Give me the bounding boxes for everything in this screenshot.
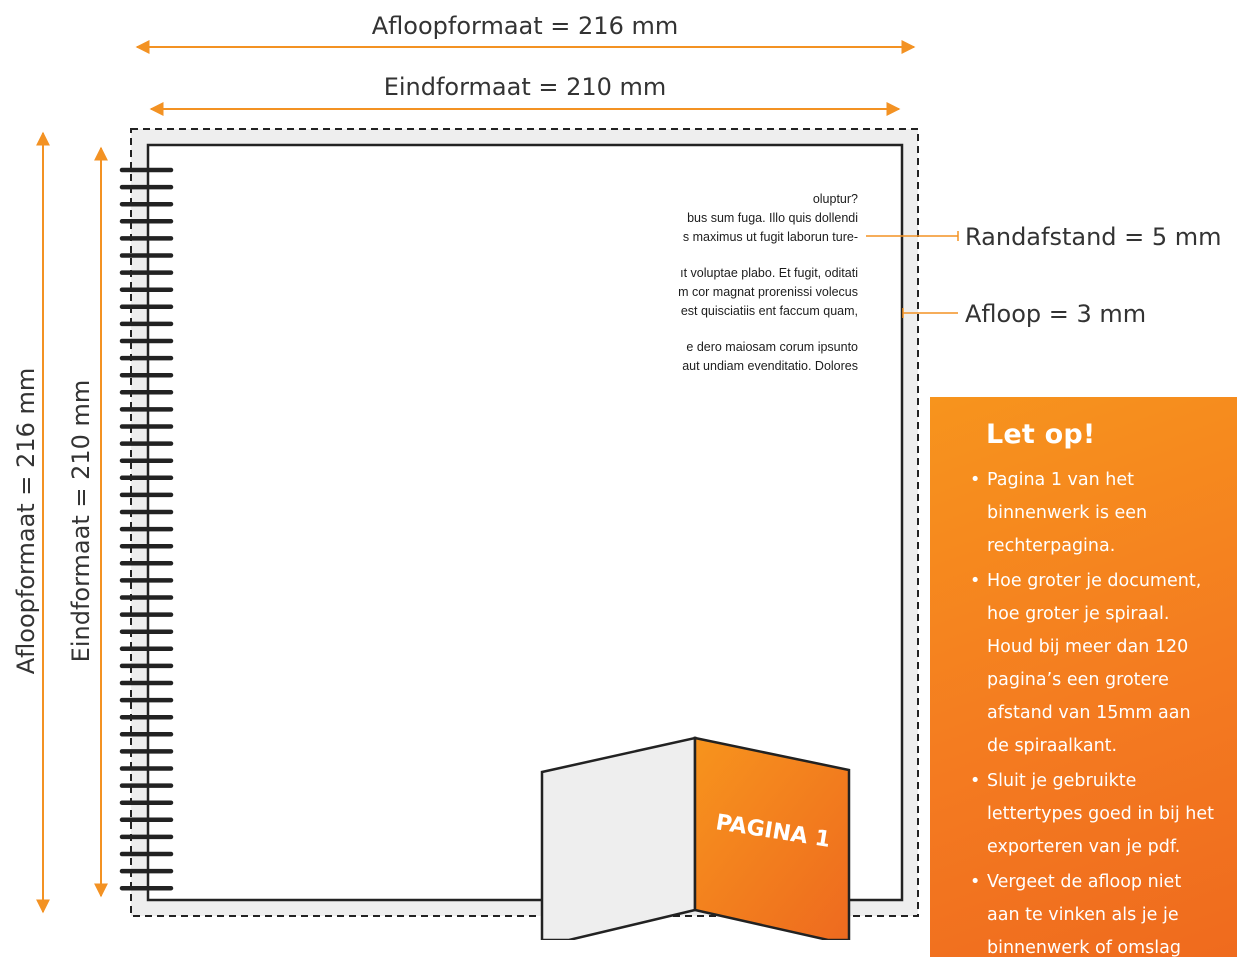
sample-line: m cor magnat prorenissi volecus — [678, 285, 858, 299]
bleed-label: Afloop = 3 mm — [965, 300, 1146, 328]
note-item: Hoe groter je document, hoe groter je sp… — [970, 565, 1217, 763]
bleed-width-label: Afloopformaat = 216 mm — [372, 12, 678, 40]
note-item: Vergeet de afloop niet aan te vinken als… — [970, 866, 1217, 957]
bleed-outline — [130, 128, 919, 917]
sample-line: aut undiam evenditatio. Dolores — [682, 359, 858, 373]
sample-line: est quisciatiis ent faccum quam, — [680, 304, 858, 318]
attention-note: Let op! Pagina 1 van het binnenwerk is e… — [930, 397, 1237, 957]
trim-width-label: Eindformaat = 210 mm — [384, 73, 667, 101]
sample-body-text: oluptur? bus sum fuga. Illo quis dollend… — [560, 190, 858, 393]
sample-line: oluptur? — [812, 192, 858, 206]
note-list: Pagina 1 van het binnenwerk is een recht… — [970, 464, 1237, 957]
note-title: Let op! — [986, 419, 1096, 450]
sample-paragraph-1: oluptur? bus sum fuga. Illo quis dollend… — [560, 190, 858, 247]
margin-label: Randafstand = 5 mm — [965, 223, 1222, 251]
sample-paragraph-3: e dero maiosam corum ipsunto aut undiam … — [560, 338, 858, 376]
sample-line: e dero maiosam corum ipsunto — [686, 340, 858, 354]
trim-height-label: Eindformaat = 210 mm — [67, 380, 95, 663]
booklet-left-page — [540, 736, 697, 940]
booklet-illustration: PAGINA 1 — [540, 736, 851, 940]
note-item: Pagina 1 van het binnenwerk is een recht… — [970, 464, 1217, 563]
spiral-binding — [119, 167, 174, 891]
sample-line: s maximus ut fugit laborun ture- — [682, 230, 858, 244]
sample-line: bus sum fuga. Illo quis dollendi — [687, 211, 858, 225]
sample-paragraph-2: ıt voluptae plabo. Et fugit, oditati m c… — [560, 264, 858, 321]
bleed-height-label: Afloopformaat = 216 mm — [12, 368, 40, 674]
sample-line: ıt voluptae plabo. Et fugit, oditati — [680, 266, 858, 280]
booklet-right-page — [693, 736, 851, 940]
note-item: Sluit je gebruikte lettertypes goed in b… — [970, 765, 1217, 864]
